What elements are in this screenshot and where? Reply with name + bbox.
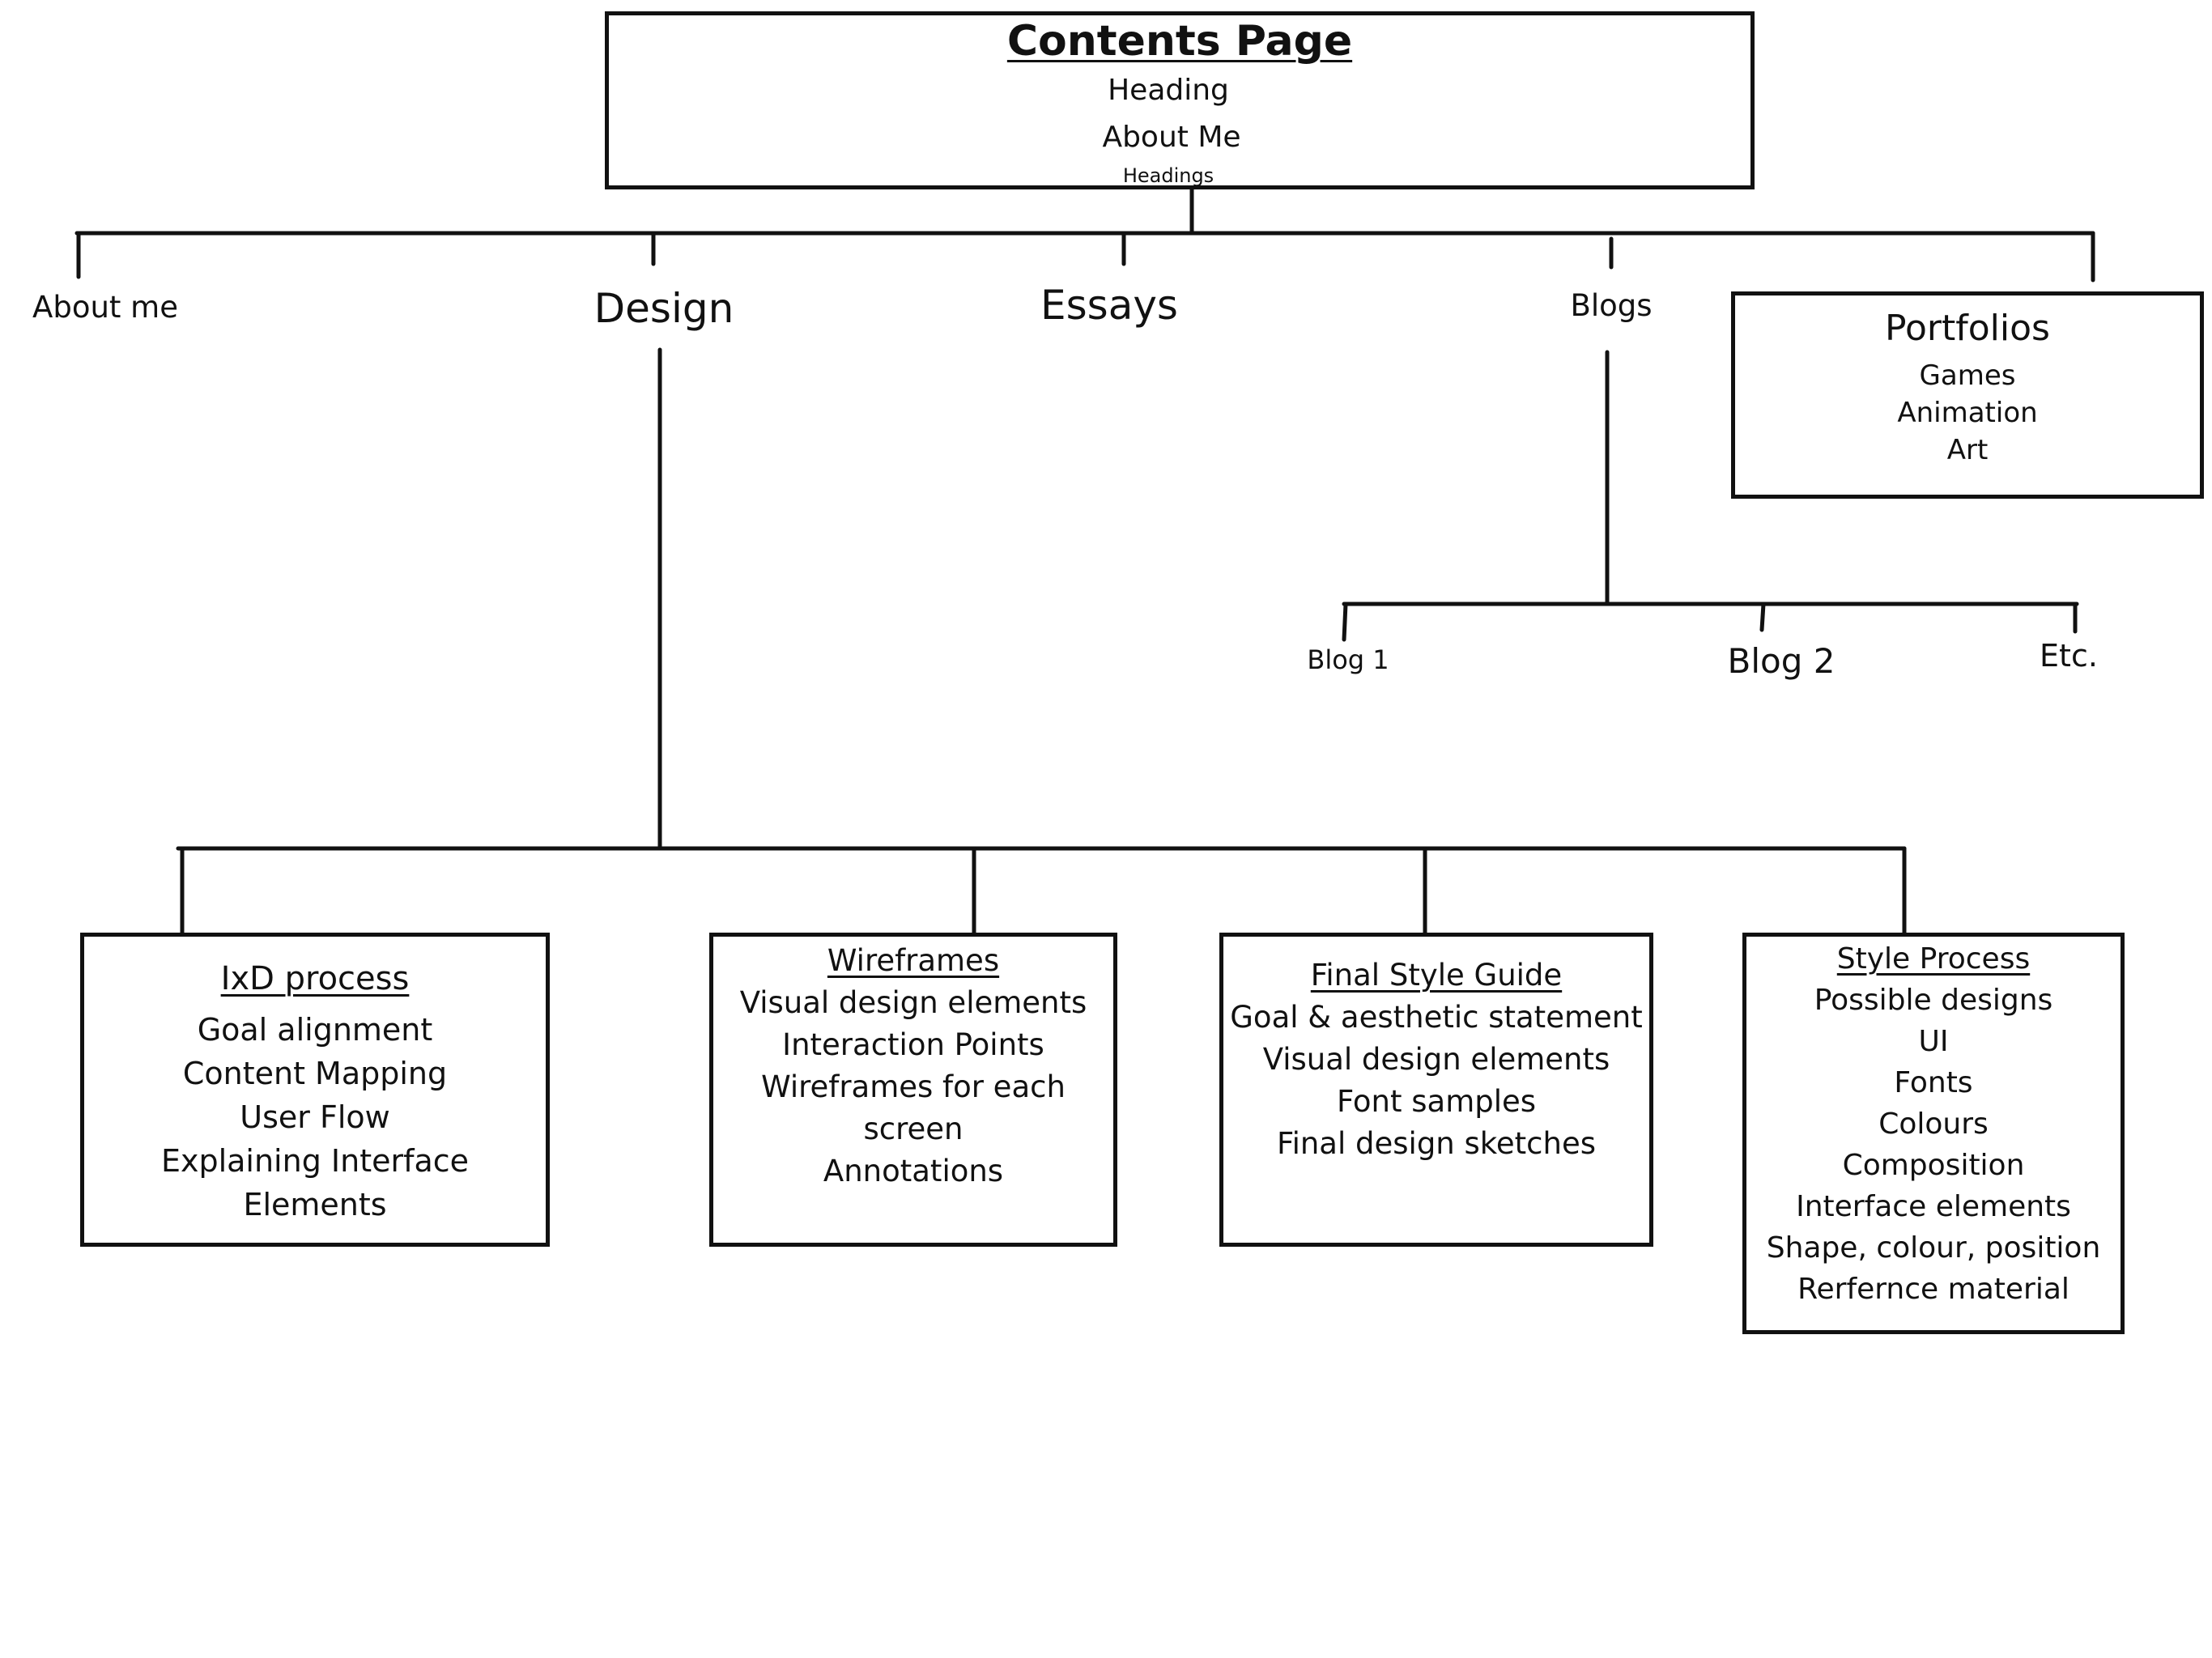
portfolios-title: Portfolios [1885,308,2050,349]
portfolios-item-games: Games [1919,359,2016,392]
portfolios-item-animation: Animation [1897,397,2038,429]
style-process-item-6: Interface elements [1796,1190,2071,1223]
final-style-guide-title: Final Style Guide [1310,958,1563,993]
final-style-item-4: Final design sketches [1276,1126,1597,1161]
style-process-item-2: UI [1918,1025,1949,1058]
wireframes-item-3: Wireframes for each [761,1069,1066,1104]
blog2-drop [1759,602,1766,632]
node-essays[interactable]: Essays [1040,282,1178,329]
style-process-item-3: Fonts [1894,1066,1973,1099]
root-line-heading: Heading [1108,74,1229,107]
ixd-process-title: IxD process [220,960,410,997]
ixd-item-1: Goal alignment [197,1012,433,1048]
style-process-item-8: Rerfernce material [1797,1273,2069,1306]
final-style-item-3: Font samples [1336,1084,1537,1119]
node-blogs[interactable]: Blogs [1570,288,1653,323]
node-blog-2[interactable]: Blog 2 [1727,641,1836,681]
style-process-item-7: Shape, colour, position [1766,1231,2101,1265]
ixd-item-4: Explaining Interface [160,1143,470,1179]
wireframes-item-1: Visual design elements [739,985,1087,1020]
final-style-item-1: Goal & aesthetic statement [1230,1000,1643,1035]
blog1-drop [1342,602,1348,642]
ixd-item-3: User Flow [240,1099,390,1135]
wireframes-item-2: Interaction Points [782,1027,1044,1062]
wireframes-item-4: screen [863,1112,963,1146]
root-line-headings: Headings [1122,164,1214,187]
style-process-box[interactable]: Style Process Possible designs UI Fonts … [1742,933,2125,1334]
contents-page-title: Contents Page [1006,17,1353,66]
final-style-guide-box[interactable]: Final Style Guide Goal & aesthetic state… [1219,933,1653,1247]
contents-page-box[interactable]: Contents Page Heading About Me Headings [605,11,1755,189]
style-process-item-1: Possible designs [1814,984,2053,1017]
ixd-process-box[interactable]: IxD process Goal alignment Content Mappi… [80,933,550,1247]
node-design[interactable]: Design [593,285,734,332]
portfolios-box[interactable]: Portfolios Games Animation Art [1731,291,2204,499]
portfolios-item-art: Art [1946,434,1989,466]
node-about-me[interactable]: About me [32,290,178,325]
node-blog-1[interactable]: Blog 1 [1307,644,1389,675]
node-etc[interactable]: Etc. [2040,638,2098,674]
ixd-item-2: Content Mapping [182,1056,448,1091]
style-process-item-4: Colours [1878,1107,1989,1141]
style-process-item-5: Composition [1842,1149,2025,1182]
final-style-item-2: Visual design elements [1262,1042,1610,1077]
wireframes-title: Wireframes [827,943,1000,978]
root-line-about-me: About Me [1102,121,1241,154]
wireframes-box[interactable]: Wireframes Visual design elements Intera… [709,933,1117,1247]
style-process-title: Style Process [1836,942,2031,976]
wireframes-item-5: Annotations [823,1154,1004,1188]
ixd-item-5: Elements [243,1187,387,1222]
